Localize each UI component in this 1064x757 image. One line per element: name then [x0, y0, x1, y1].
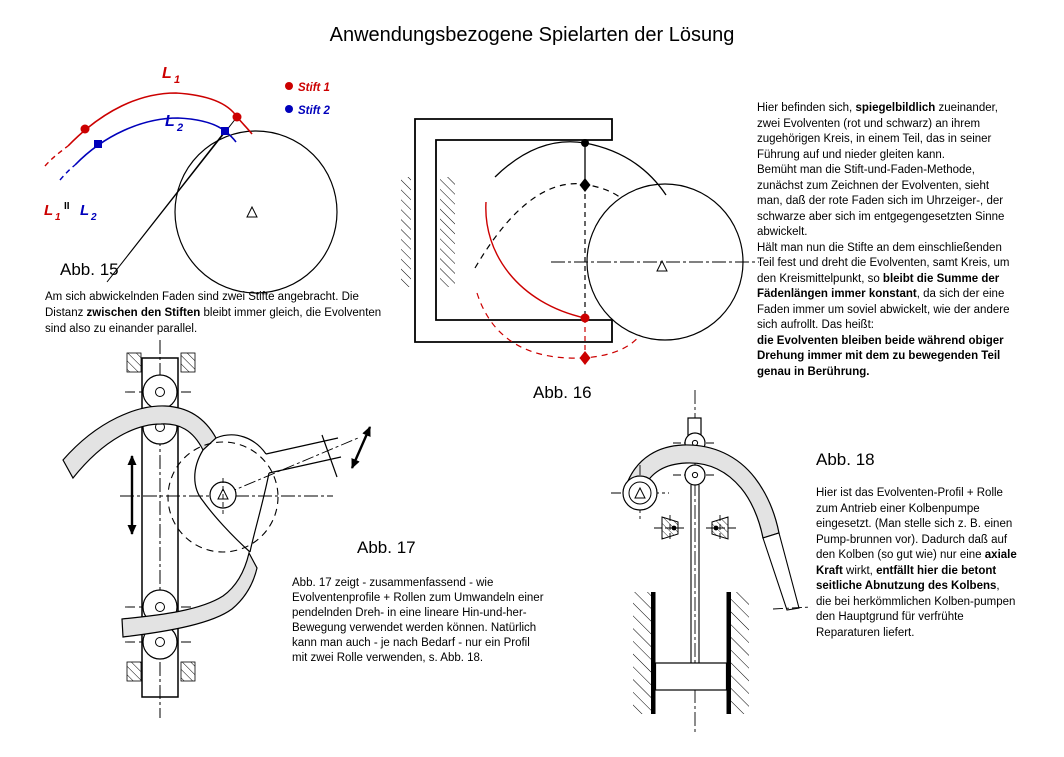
fig16-mirrored-involutes-diagram [401, 118, 759, 365]
fig15-involute-parallel-diagram: L 1 L 2 L 1 II L 2 Stift 1 Stift 2 [44, 65, 338, 294]
parallel-l2: L [80, 202, 89, 219]
fig15-caption: Abb. 15 [60, 260, 119, 279]
text-run: , die bei herkömmlichen Kolben-pumpen de… [816, 580, 1016, 639]
black-pin-diamond [579, 178, 591, 192]
paragraph: Bemüht man die Stift-und-Faden-Methode, … [757, 164, 1005, 238]
text-run-bold: spiegelbildlich [855, 102, 936, 114]
fig15-text-run: bleibt immer gleich, die Evolventen sind… [45, 307, 382, 335]
hatch-guide-blocks [126, 352, 196, 682]
black-involute-dashed [474, 183, 622, 269]
label-l2: L [165, 113, 175, 130]
base-circle [174, 130, 338, 294]
text-run: , da sich der eine Faden immer um soviel… [757, 288, 1010, 331]
fig18-caption: Abb. 18 [816, 450, 875, 469]
red-involute-dashed [476, 292, 641, 359]
parallel-sign: II [64, 201, 70, 212]
upper-involute-profile [62, 405, 217, 480]
involute-l1-curve [67, 92, 253, 147]
text-run-bold: entfällt hier die betont seitliche Abnut… [816, 564, 997, 593]
label-l1-sub: 1 [174, 74, 180, 86]
cam-pivot [209, 478, 237, 514]
text-run: Hier befinden sich, [757, 102, 856, 114]
red-involute-solid [485, 201, 586, 319]
pump-cylinder [633, 592, 749, 714]
hatch-wall-left [401, 177, 411, 287]
center-triangle-icon [656, 259, 668, 272]
red-pin-dot [580, 313, 590, 323]
legend-pin1-dot-icon [285, 82, 293, 90]
text-run: Hält man nun die Stifte an dem einschlie… [757, 241, 1010, 285]
profile-foot-centerline [772, 606, 812, 610]
piston [654, 662, 728, 691]
involute-l2-curve [74, 117, 237, 166]
text-run: wirkt, [842, 564, 877, 577]
pin2-marker-right [221, 127, 229, 135]
piston-rod [690, 485, 700, 663]
fig17-cam-rack-mechanism-diagram [62, 340, 372, 718]
parallel-l1: L [44, 202, 53, 219]
pin1-marker-left [80, 124, 90, 134]
fig17-caption: Abb. 17 [357, 538, 416, 557]
lower-involute-profile [121, 551, 258, 638]
label-l1: L [162, 65, 172, 82]
parallel-l1-sub: 1 [55, 212, 61, 223]
arm-axis-centerline [224, 437, 359, 495]
legend-pin2-label: Stift 2 [298, 105, 331, 117]
involute-l2-curve-dashed-end [59, 164, 76, 181]
oscillation-double-arrow-icon [350, 426, 372, 469]
red-pin-diamond [579, 351, 591, 365]
fig15-text-run: Am sich abwickelnden Faden sind zwei Sti… [45, 291, 359, 319]
text-run: zueinander, zwei Evolventen (rot und sch… [757, 102, 999, 161]
center-triangle-icon [246, 205, 258, 218]
text-run: Hier ist das Evolventen-Profil + Rolle z… [816, 487, 1013, 561]
pitch-circle-dashed [167, 441, 279, 553]
fig16-description: Hier befinden sich, spiegelbildlich zuei… [757, 101, 1017, 380]
pin2-marker-left [94, 140, 102, 148]
swing-arm [265, 434, 342, 478]
fig18-description: Hier ist das Evolventen-Profil + Rolle z… [816, 486, 1018, 641]
legend-pin2-dot-icon [285, 105, 293, 113]
black-involute-solid [494, 141, 667, 196]
profile-end-strip [762, 532, 800, 611]
thread-tangent-lines [106, 116, 238, 283]
involute-l1-curve-dashed-end [44, 145, 69, 167]
cam-profile [194, 434, 270, 553]
text-run-bold: bleibt die Summe der Fädenlängen immer k… [757, 272, 1000, 301]
page-title: Anwendungsbezogene Spielarten der Lösung [329, 24, 735, 46]
text-run: Abb. 17 zeigt - zusammenfassend - wie Ev… [292, 577, 544, 664]
black-pin-dot [581, 139, 589, 147]
fig17-description: Abb. 17 zeigt - zusammenfassend - wie Ev… [292, 576, 544, 666]
paragraph-bold: die Evolventen bleiben beide während obi… [757, 334, 1004, 378]
rod-guide-rollers [654, 515, 736, 541]
legend-pin1-label: Stift 1 [298, 82, 330, 94]
pin1-marker-right [232, 112, 242, 122]
hatch-wall-inner [440, 177, 455, 287]
guide-frame [414, 118, 613, 343]
text-run-bold: axiale Kraft [816, 549, 1017, 577]
paragraph: Hält man nun die Stifte an dem einschlie… [757, 241, 1017, 334]
parallel-l2-sub: 2 [90, 212, 97, 223]
paragraph: Hier befinden sich, spiegelbildlich zuei… [757, 101, 1017, 163]
fig18-piston-pump-diagram [611, 390, 812, 733]
fig15-text-run-bold: zwischen den Stiften [86, 307, 201, 319]
fig16-caption: Abb. 16 [533, 383, 592, 402]
drive-pivot [611, 465, 669, 521]
label-l2-sub: 2 [176, 122, 183, 134]
fig15-description: Am sich abwickelnden Faden sind zwei Sti… [45, 289, 385, 337]
